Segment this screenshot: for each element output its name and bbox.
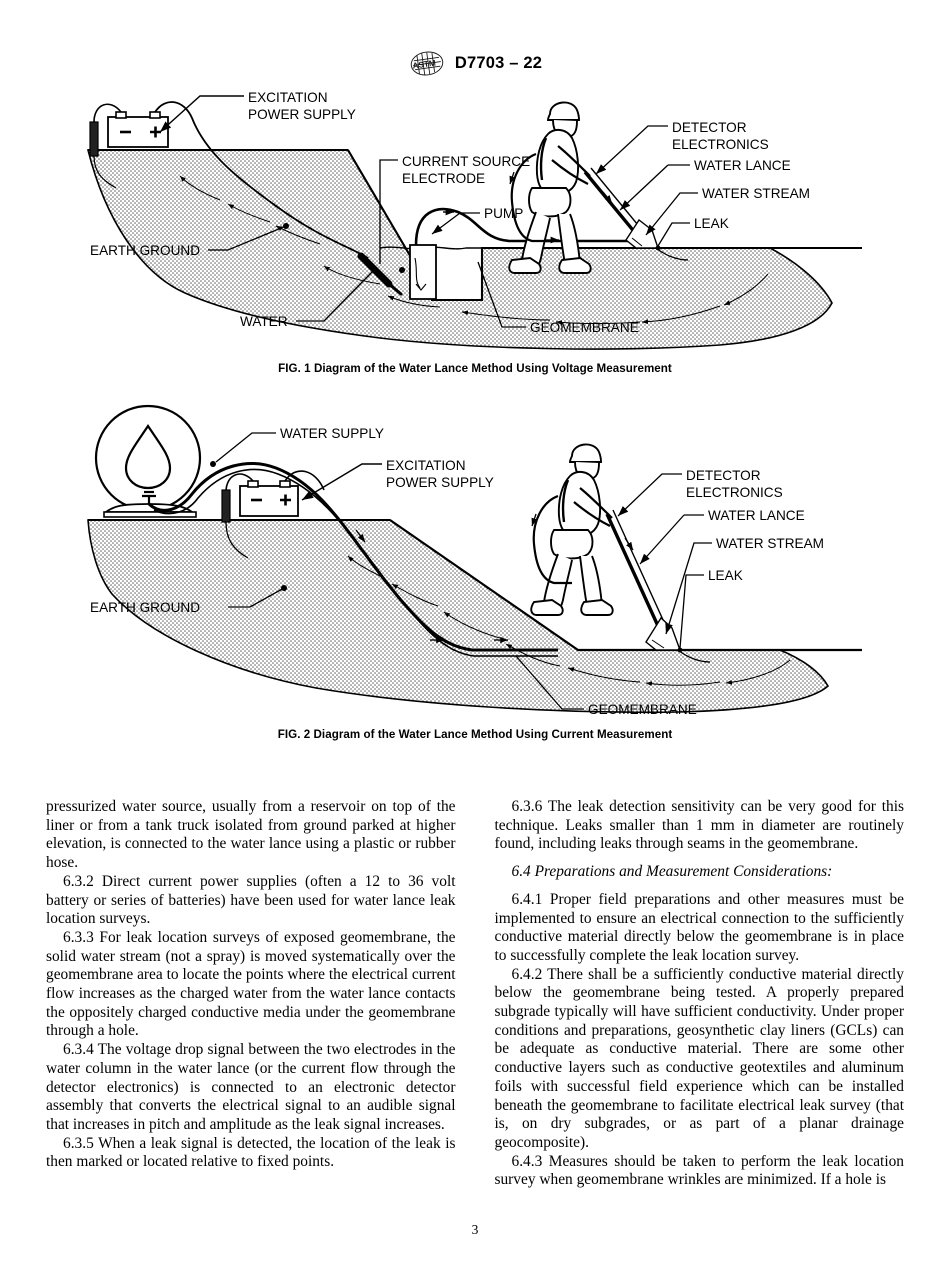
label-leak: LEAK bbox=[679, 568, 743, 649]
label-text: LEAK bbox=[694, 216, 729, 231]
label-text: WATER LANCE bbox=[694, 158, 791, 173]
label-text: ELECTRONICS bbox=[686, 485, 783, 500]
leak-point bbox=[677, 647, 711, 663]
water-supply-tank bbox=[94, 404, 558, 657]
paragraph-6-3-3: 6.3.3 For leak location surveys of expos… bbox=[46, 928, 456, 1040]
right-column: 6.3.6 The leak detection sensitivity can… bbox=[495, 798, 905, 1190]
paragraph-6-4-2: 6.4.2 There shall be a sufficiently cond… bbox=[494, 965, 905, 1151]
label-water-stream: WATER STREAM bbox=[665, 536, 824, 635]
current-source-electrode bbox=[357, 252, 405, 296]
label-text: CURRENT SOURCE bbox=[402, 154, 530, 169]
worker-figure bbox=[530, 443, 614, 616]
pump-assembly bbox=[409, 207, 638, 300]
label-geomembrane: GEOMEMBRANE bbox=[477, 261, 639, 335]
astm-logo-icon: ASTM bbox=[408, 50, 446, 77]
label-geomembrane: GEOMEMBRANE bbox=[515, 655, 697, 717]
label-excitation-power-supply: EXCITATION POWER SUPPLY bbox=[159, 90, 356, 133]
label-text: ELECTRODE bbox=[402, 171, 485, 186]
paragraph-6-3-5: 6.3.5 When a leak signal is detected, th… bbox=[46, 1134, 456, 1171]
label-current-source-electrode: CURRENT SOURCE ELECTRODE bbox=[379, 154, 530, 264]
label-text: DETECTOR bbox=[672, 120, 747, 135]
label-text: EARTH GROUND bbox=[90, 600, 200, 615]
figure-2-diagram: WATER SUPPLY EXCITATION POWER SUPPLY DET… bbox=[87, 404, 862, 717]
label-text: EARTH GROUND bbox=[90, 243, 200, 258]
svg-text:ASTM: ASTM bbox=[412, 58, 436, 70]
current-flow-arrows bbox=[179, 175, 769, 325]
label-water-lance: WATER LANCE bbox=[639, 508, 805, 565]
heading-6-4: 6.4 Preparations and Measurement Conside… bbox=[511, 863, 833, 881]
label-text: ELECTRONICS bbox=[672, 137, 769, 152]
label-water-stream: WATER STREAM bbox=[645, 186, 810, 236]
label-detector-electronics: DETECTOR ELECTRONICS bbox=[595, 120, 769, 175]
water-stream bbox=[645, 616, 681, 651]
worker-figure bbox=[508, 101, 592, 274]
label-pump: PUMP bbox=[431, 206, 523, 235]
paragraph-6-3-2: 6.3.2 Direct current power supplies (oft… bbox=[46, 872, 456, 928]
label-earth-ground: EARTH GROUND bbox=[90, 223, 289, 258]
label-excitation-power-supply: EXCITATION POWER SUPPLY bbox=[301, 458, 494, 501]
label-earth-ground: EARTH GROUND bbox=[90, 585, 287, 615]
label-text: WATER STREAM bbox=[702, 186, 810, 201]
battery-excitation-power-supply bbox=[89, 101, 369, 259]
figure-1-caption: FIG. 1 Diagram of the Water Lance Method… bbox=[278, 362, 672, 375]
label-text: DETECTOR bbox=[686, 468, 761, 483]
page-header: ASTM D7703 – 22 bbox=[0, 50, 950, 77]
battery-excitation-power-supply bbox=[221, 470, 325, 559]
label-text: POWER SUPPLY bbox=[248, 107, 356, 122]
figure-2-caption: FIG. 2 Diagram of the Water Lance Method… bbox=[277, 728, 673, 741]
label-text: EXCITATION bbox=[386, 458, 466, 473]
label-text: WATER bbox=[240, 314, 288, 329]
label-text: POWER SUPPLY bbox=[386, 475, 494, 490]
paragraph-6-4-1: 6.4.1 Proper field preparations and othe… bbox=[494, 890, 905, 964]
label-text: GEOMEMBRANE bbox=[588, 702, 697, 717]
label-text: WATER LANCE bbox=[708, 508, 805, 523]
figure-2: WATER SUPPLY EXCITATION POWER SUPPLY DET… bbox=[0, 398, 950, 741]
label-text: PUMP bbox=[484, 206, 523, 221]
standard-designation: D7703 – 22 bbox=[454, 54, 543, 72]
paragraph-6-3-1-continued: pressurized water source, usually from a… bbox=[46, 798, 456, 872]
left-column: pressurized water source, usually from a… bbox=[46, 798, 456, 1190]
paragraph-6-4-3: 6.4.3 Measures should be taken to perfor… bbox=[494, 1152, 905, 1189]
label-water: WATER bbox=[240, 267, 377, 329]
label-detector-electronics: DETECTOR ELECTRONICS bbox=[617, 468, 783, 517]
label-text: WATER SUPPLY bbox=[280, 426, 384, 441]
paragraph-6-3-6: 6.3.6 The leak detection sensitivity can… bbox=[494, 798, 905, 853]
label-leak: LEAK bbox=[657, 216, 729, 247]
figure-1-diagram: EXCITATION POWER SUPPLY CURRENT SOURCE E… bbox=[86, 90, 862, 350]
label-text: LEAK bbox=[708, 568, 743, 583]
figure-1: EXCITATION POWER SUPPLY CURRENT SOURCE E… bbox=[0, 88, 950, 375]
page-number: 3 bbox=[471, 1222, 479, 1237]
body-columns: pressurized water source, usually from a… bbox=[46, 798, 904, 1190]
label-water-lance: WATER LANCE bbox=[619, 158, 791, 211]
label-text: WATER STREAM bbox=[716, 536, 824, 551]
label-text: EXCITATION bbox=[248, 90, 328, 105]
paragraph-6-3-4: 6.3.4 The voltage drop signal between th… bbox=[46, 1041, 456, 1133]
label-text: GEOMEMBRANE bbox=[530, 320, 639, 335]
label-water-supply: WATER SUPPLY bbox=[215, 426, 384, 463]
leak-point bbox=[655, 245, 689, 261]
water-stream bbox=[625, 218, 659, 249]
